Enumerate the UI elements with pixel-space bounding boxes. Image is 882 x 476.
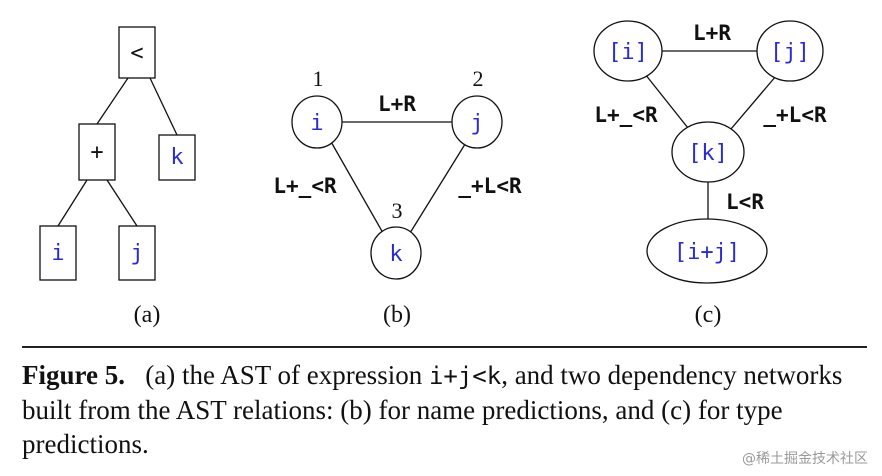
ast-node-plus: +	[90, 140, 103, 165]
edge-lt-plus	[96, 77, 129, 125]
edge-plus-i	[57, 179, 88, 227]
caption-text-2: , and two dependency networks built from…	[22, 360, 843, 459]
node-b-k-number: 3	[392, 198, 403, 223]
node-c-ipj-label: [i+j]	[674, 240, 740, 265]
node-c-j-label: [j]	[770, 40, 810, 65]
node-b-j	[451, 95, 503, 149]
caption-divider	[22, 346, 867, 348]
node-c-k-label: [k]	[688, 141, 728, 166]
panel-c-label: (c)	[695, 302, 722, 328]
ast-node-j: j	[130, 241, 143, 266]
edge-c-jk	[730, 75, 777, 130]
node-c-ipj	[646, 218, 768, 284]
ast-node-lt: <	[130, 41, 143, 66]
caption-text-1: (a) the AST of expression	[145, 360, 429, 390]
node-b-i	[291, 95, 343, 149]
panel-b-network: i j k 1 2 3 L+R L+_<R _+L<R (b)	[273, 66, 522, 328]
node-c-j	[756, 20, 824, 82]
ast-node-plus-box	[78, 123, 116, 181]
panel-a-label: (a)	[134, 302, 161, 328]
ast-node-i: i	[51, 241, 64, 266]
watermark: @稀土掘金技术社区	[742, 451, 868, 467]
node-b-j-number: 2	[473, 66, 484, 91]
node-b-k	[370, 226, 422, 280]
ast-node-lt-box	[118, 26, 156, 79]
edge-plus-j	[106, 179, 138, 227]
edge-c-ik-label: L+_<R	[594, 103, 658, 127]
node-b-j-label: j	[470, 111, 483, 136]
caption-expression: i+j<k	[428, 362, 502, 390]
edge-c-ik	[644, 73, 689, 129]
panel-b-label: (b)	[383, 302, 411, 328]
node-b-i-number: 1	[313, 66, 324, 91]
ast-node-k-box	[158, 134, 196, 181]
node-c-k	[671, 121, 745, 183]
figure-5-diagram: < + k i j (a) i j k 1 2 3 L+R L+_<R _+L<…	[39, 20, 827, 328]
edge-b-ij-label: L+R	[378, 92, 416, 116]
ast-node-i-box	[39, 225, 77, 281]
ast-node-k: k	[170, 145, 183, 170]
caption-figure-label: Figure 5.	[22, 360, 125, 390]
panel-c-network: [i] [j] [k] [i+j] L+R L+_<R _+L<R L<R (c…	[593, 20, 827, 328]
ast-node-j-box	[118, 225, 156, 281]
edge-c-ij-label: L+R	[693, 21, 731, 45]
node-c-i	[593, 20, 663, 82]
node-c-i-label: [i]	[608, 40, 648, 65]
edge-c-jk-label: _+L<R	[763, 103, 827, 127]
edge-b-jk-label: _+L<R	[458, 174, 522, 198]
node-b-k-label: k	[389, 242, 402, 267]
panel-a-ast: < + k i j (a)	[39, 26, 196, 328]
edge-lt-k	[149, 77, 178, 136]
edge-b-jk	[409, 140, 468, 234]
edge-b-ik-label: L+_<R	[273, 174, 337, 198]
edge-c-k-ipj-label: L<R	[726, 190, 764, 214]
node-b-i-label: i	[310, 111, 323, 136]
figure-caption: Figure 5. (a) the AST of expression i+j<…	[22, 358, 867, 461]
edge-b-ik	[329, 139, 384, 234]
